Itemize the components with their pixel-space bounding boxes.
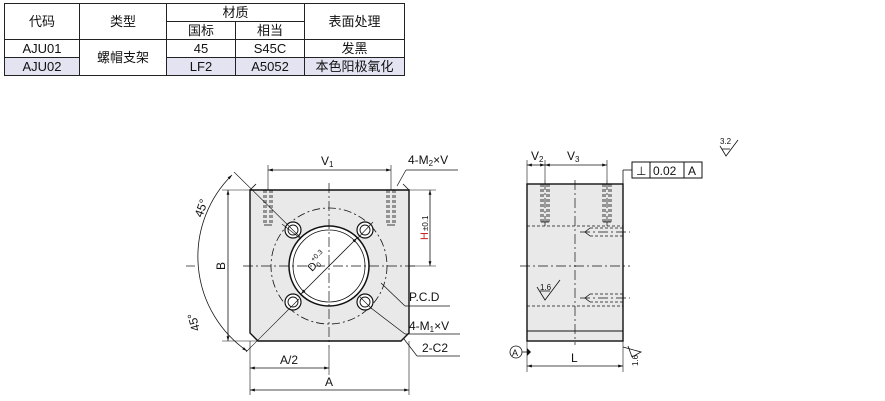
front-view: D +0.3 0 V1 4-M2×V H ±0.1 B 45° [185, 153, 460, 395]
svg-text:45°: 45° [192, 197, 211, 219]
dim-b: B [214, 262, 228, 270]
label-m1: 4-M1×V [409, 319, 449, 334]
svg-text:A: A [688, 164, 696, 178]
dim-v1: V1 [321, 154, 334, 169]
header-material-equiv: 相当 [235, 21, 305, 40]
table-subheader-row: 国标 相当 [5, 21, 405, 40]
header-surface: 表面处理 [304, 3, 405, 40]
row-surface: 本色阳极氧化 [304, 57, 405, 76]
row-code: AJU02 [4, 57, 80, 76]
dim-v3: V3 [567, 149, 580, 164]
svg-text:1.6: 1.6 [631, 354, 640, 366]
dim-v2: V2 [531, 149, 544, 164]
label-m2: 4-M2×V [408, 153, 448, 168]
row-equiv: S45C [235, 39, 305, 58]
row-equiv: A5052 [235, 57, 305, 76]
header-code: 代码 [4, 3, 80, 40]
angle-arc [197, 174, 248, 352]
perpendicularity-frame: ⊥ 0.02 A [622, 161, 703, 184]
side-view: V2 V3 ⊥ 0.02 A 3.2 1.6 [509, 137, 739, 372]
dim-angle-top: 45° [192, 197, 211, 219]
dim-angle-bottom: 45° [185, 312, 203, 333]
roughness-symbol-mid: 1.6 [536, 279, 561, 301]
svg-text:A: A [512, 348, 518, 358]
svg-text:3.2: 3.2 [720, 137, 732, 146]
svg-text:B: B [214, 262, 228, 270]
table-row: AJU02 LF2 A5052 本色阳极氧化 [4, 57, 405, 76]
svg-text:45°: 45° [185, 312, 203, 333]
dim-l: L [571, 351, 578, 365]
svg-text:0.02: 0.02 [653, 164, 677, 178]
label-c2: 2-C2 [422, 341, 448, 355]
svg-text:1.6: 1.6 [540, 283, 552, 292]
svg-text:H: H [419, 232, 431, 240]
row-gb: LF2 [166, 57, 236, 76]
dim-a-half: A/2 [280, 353, 298, 367]
roughness-symbol-right: 1.6 [622, 345, 643, 366]
svg-text:0: 0 [316, 261, 324, 269]
datum-marker: A [509, 345, 531, 359]
svg-text:⊥: ⊥ [636, 164, 646, 178]
side-centerlines [520, 180, 630, 345]
spec-table: 代码 类型 材质 表面处理 国标 相当 AJU01 螺帽支架 45 S45C 发… [4, 3, 405, 76]
roughness-symbol-top: 3.2 [719, 137, 739, 157]
label-pcd: P.C.D [409, 290, 440, 304]
header-material: 材质 [166, 3, 305, 22]
dim-h: H ±0.1 [419, 215, 431, 240]
header-material-gb: 国标 [166, 21, 236, 40]
row-type: 螺帽支架 [79, 39, 167, 76]
table-header-row: 代码 类型 材质 表面处理 [4, 3, 405, 40]
svg-text:±0.1: ±0.1 [421, 215, 430, 231]
dim-a: A [325, 375, 333, 389]
